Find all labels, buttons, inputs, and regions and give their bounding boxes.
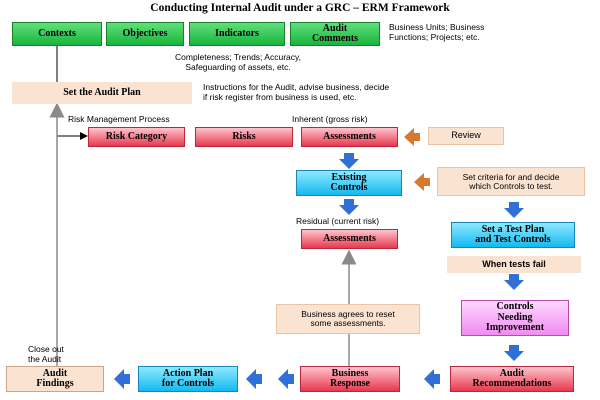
risk-management-label: Risk Management Process: [68, 114, 170, 124]
business-agrees-box: Business agrees to reset some assessment…: [276, 304, 420, 334]
page-title: Conducting Internal Audit under a GRC – …: [150, 2, 450, 14]
arrow-left-1: [424, 369, 440, 389]
existing-controls-box: Existing Controls: [296, 170, 402, 196]
instructions-note: Instructions for the Audit, advise busin…: [203, 82, 390, 103]
risk-category-box: Risk Category: [88, 127, 185, 147]
arrow-down-5: [504, 345, 524, 361]
inherent-risk-label: Inherent (gross risk): [292, 114, 368, 124]
audit-comments-box: Audit Comments: [290, 22, 380, 46]
completeness-note: Completeness; Trends; Accuracy, Safeguar…: [175, 52, 301, 73]
set-audit-plan-box: Set the Audit Plan: [12, 82, 192, 104]
arrow-left-4: [114, 369, 130, 389]
risks-box: Risks: [195, 127, 293, 147]
review-box: Review: [428, 127, 504, 145]
audit-findings-box: Audit Findings: [6, 366, 104, 392]
business-response-box: Business Response: [300, 366, 400, 392]
orange-arrows: [404, 128, 430, 191]
arrow-left-3: [246, 369, 262, 389]
arrow-down-2: [339, 199, 359, 215]
residual-risk-label: Residual (current risk): [296, 216, 380, 226]
when-tests-fail-box: When tests fail: [447, 256, 581, 273]
contexts-box: Contexts: [12, 22, 102, 46]
arrow-down-3: [504, 202, 524, 218]
arrow-down-4: [504, 274, 524, 290]
business-units-note: Business Units; Business Functions; Proj…: [389, 22, 485, 43]
test-plan-box: Set a Test Plan and Test Controls: [451, 222, 575, 248]
controls-needing-improvement-box: Controls Needing Improvement: [461, 300, 569, 336]
close-out-note: Close out the Audit: [28, 344, 64, 365]
arrow-down-1: [339, 153, 359, 169]
blue-arrows: [114, 153, 524, 389]
arrow-orange-criteria: [414, 173, 430, 191]
audit-recommendations-box: Audit Recommendations: [450, 366, 574, 392]
assessments-inherent-box: Assessments: [301, 127, 398, 147]
arrow-left-2: [278, 369, 294, 389]
criteria-box: Set criteria for and decide which Contro…: [437, 167, 585, 196]
action-plan-box: Action Plan for Controls: [138, 366, 238, 392]
indicators-box: Indicators: [189, 22, 285, 46]
objectives-box: Objectives: [106, 22, 184, 46]
assessments-residual-box: Assessments: [301, 229, 398, 249]
arrow-orange-review: [404, 128, 420, 146]
